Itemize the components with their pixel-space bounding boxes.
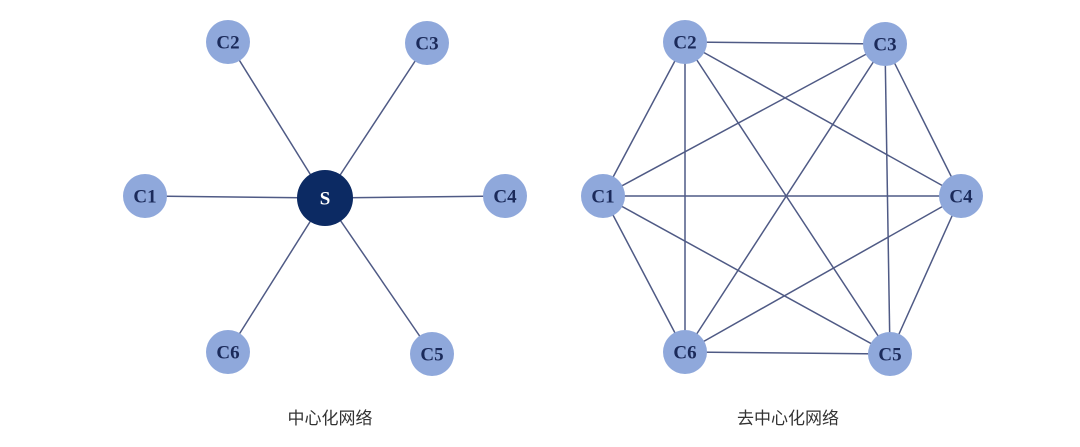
node-left-c3-circle (405, 21, 449, 65)
edge-c4-c6 (684, 195, 962, 353)
node-right-c4-circle (939, 174, 983, 218)
node-right-c6-label: C6 (673, 343, 696, 364)
node-left-c2-circle (206, 20, 250, 64)
decentralized-caption: 去中心化网络 (737, 409, 839, 429)
node-right-c3-label: C3 (873, 35, 896, 56)
edge-s-c3 (324, 42, 428, 199)
edge-s-c2 (227, 41, 326, 199)
edge-s-c1 (144, 195, 326, 199)
node-left-c2: C2 (206, 20, 250, 64)
edge-c3-c6 (684, 43, 886, 353)
edge-c1-c5 (602, 195, 891, 355)
node-center-s: S (297, 170, 353, 226)
edge-c4-c5 (889, 195, 962, 355)
edge-c3-c5 (884, 43, 891, 355)
edge-c3-c4 (884, 43, 962, 197)
node-left-c6-label: C6 (216, 343, 239, 364)
node-right-c3-circle (863, 22, 907, 66)
node-right-c1-label: C1 (591, 187, 614, 208)
node-center-s-label: S (320, 189, 331, 210)
node-right-c5-circle (868, 332, 912, 376)
centralized-edges (144, 41, 506, 355)
node-right-c6: C6 (663, 330, 707, 374)
edge-c2-c3 (684, 41, 886, 45)
node-right-c6-circle (663, 330, 707, 374)
node-left-c5-circle (410, 332, 454, 376)
node-right-c4-label: C4 (949, 187, 973, 208)
edge-c1-c2 (602, 41, 686, 197)
node-center-s-circle (297, 170, 353, 226)
edge-c2-c5 (684, 41, 891, 355)
edge-s-c4 (324, 195, 506, 199)
node-right-c2: C2 (663, 20, 707, 64)
node-left-c5: C5 (410, 332, 454, 376)
node-right-c3: C3 (863, 22, 907, 66)
node-left-c3: C3 (405, 21, 449, 65)
node-left-c4: C4 (483, 174, 527, 218)
node-left-c1-circle (123, 174, 167, 218)
node-right-c2-circle (663, 20, 707, 64)
node-left-c6: C6 (206, 330, 250, 374)
edge-c2-c4 (684, 41, 962, 197)
centralized-caption: 中心化网络 (287, 409, 373, 429)
node-right-c5-label: C5 (878, 345, 901, 366)
edge-s-c5 (324, 197, 433, 355)
node-left-c1: C1 (123, 174, 167, 218)
edge-s-c6 (227, 197, 326, 353)
node-left-c3-label: C3 (415, 34, 438, 55)
node-right-c1: C1 (581, 174, 625, 218)
node-right-c1-circle (581, 174, 625, 218)
decentralized-edges (602, 41, 962, 355)
node-right-c4: C4 (939, 174, 983, 218)
node-right-c5: C5 (868, 332, 912, 376)
node-left-c6-circle (206, 330, 250, 374)
node-left-c5-label: C5 (420, 345, 443, 366)
node-left-c1-label: C1 (133, 187, 156, 208)
node-left-c4-circle (483, 174, 527, 218)
node-right-c2-label: C2 (673, 33, 696, 54)
edge-c1-c3 (602, 43, 886, 197)
node-left-c4-label: C4 (493, 187, 517, 208)
node-left-c2-label: C2 (216, 33, 239, 54)
edge-c5-c6 (684, 351, 891, 355)
edge-c1-c6 (602, 195, 686, 353)
